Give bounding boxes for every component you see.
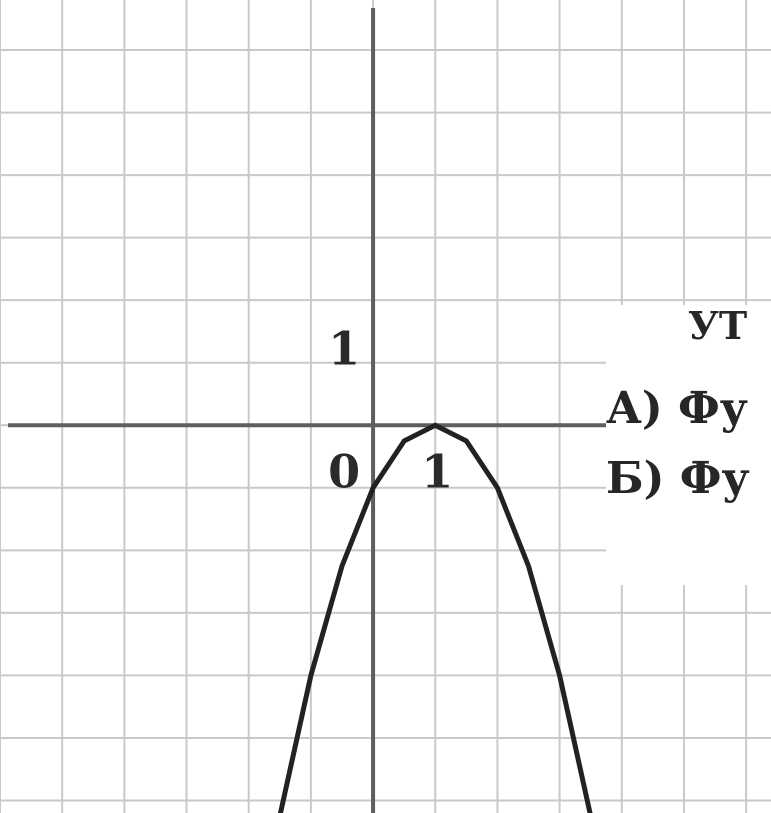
x-tick-label-1: 1 xyxy=(421,444,453,498)
fragment-line-heading: УТ xyxy=(688,305,748,348)
cropped-text-fragment: УТ А) Фу Б) Фу xyxy=(606,305,771,585)
y-tick-label-1: 1 xyxy=(328,322,360,376)
origin-label: 0 xyxy=(328,444,360,498)
parabola-curve xyxy=(277,422,593,813)
fragment-line-b: Б) Фу xyxy=(606,453,750,504)
fragment-line-a: А) Фу xyxy=(606,383,748,434)
